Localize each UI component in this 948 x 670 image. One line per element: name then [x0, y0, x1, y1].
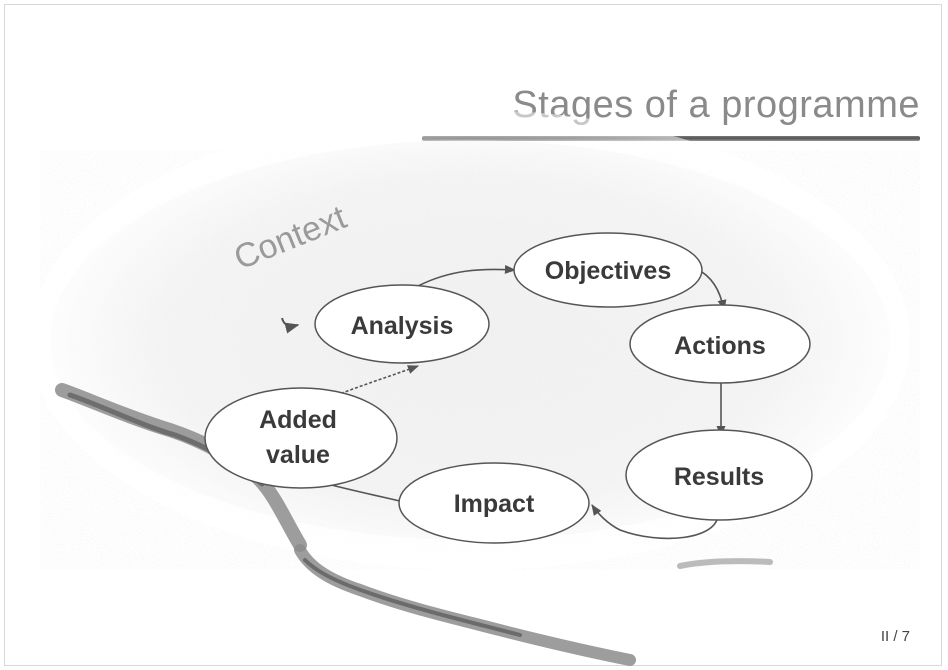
node-results-label: Results [674, 463, 764, 491]
brush-stroke-bottom-shadow [303, 558, 522, 637]
node-analysis-label: Analysis [351, 312, 454, 340]
brush-stroke-small [677, 558, 773, 569]
hook-arrow [281, 317, 300, 334]
page-number: II / 7 [880, 628, 910, 645]
node-impact: Impact [398, 462, 590, 544]
node-actions: Actions [629, 304, 811, 384]
node-added-value-line2: value [266, 441, 330, 469]
node-impact-label: Impact [454, 490, 535, 518]
node-results: Results [625, 429, 813, 521]
node-objectives: Objectives [513, 232, 703, 308]
node-objectives-label: Objectives [545, 257, 671, 285]
node-added-value-line1: Added [259, 406, 337, 434]
node-actions-label: Actions [674, 332, 766, 360]
node-added-value: Added value [204, 387, 398, 489]
node-analysis: Analysis [314, 284, 490, 364]
arrow-analysis-to-objectives [417, 264, 517, 287]
slide-frame [4, 4, 942, 666]
arrow-results-to-impact [591, 504, 719, 540]
